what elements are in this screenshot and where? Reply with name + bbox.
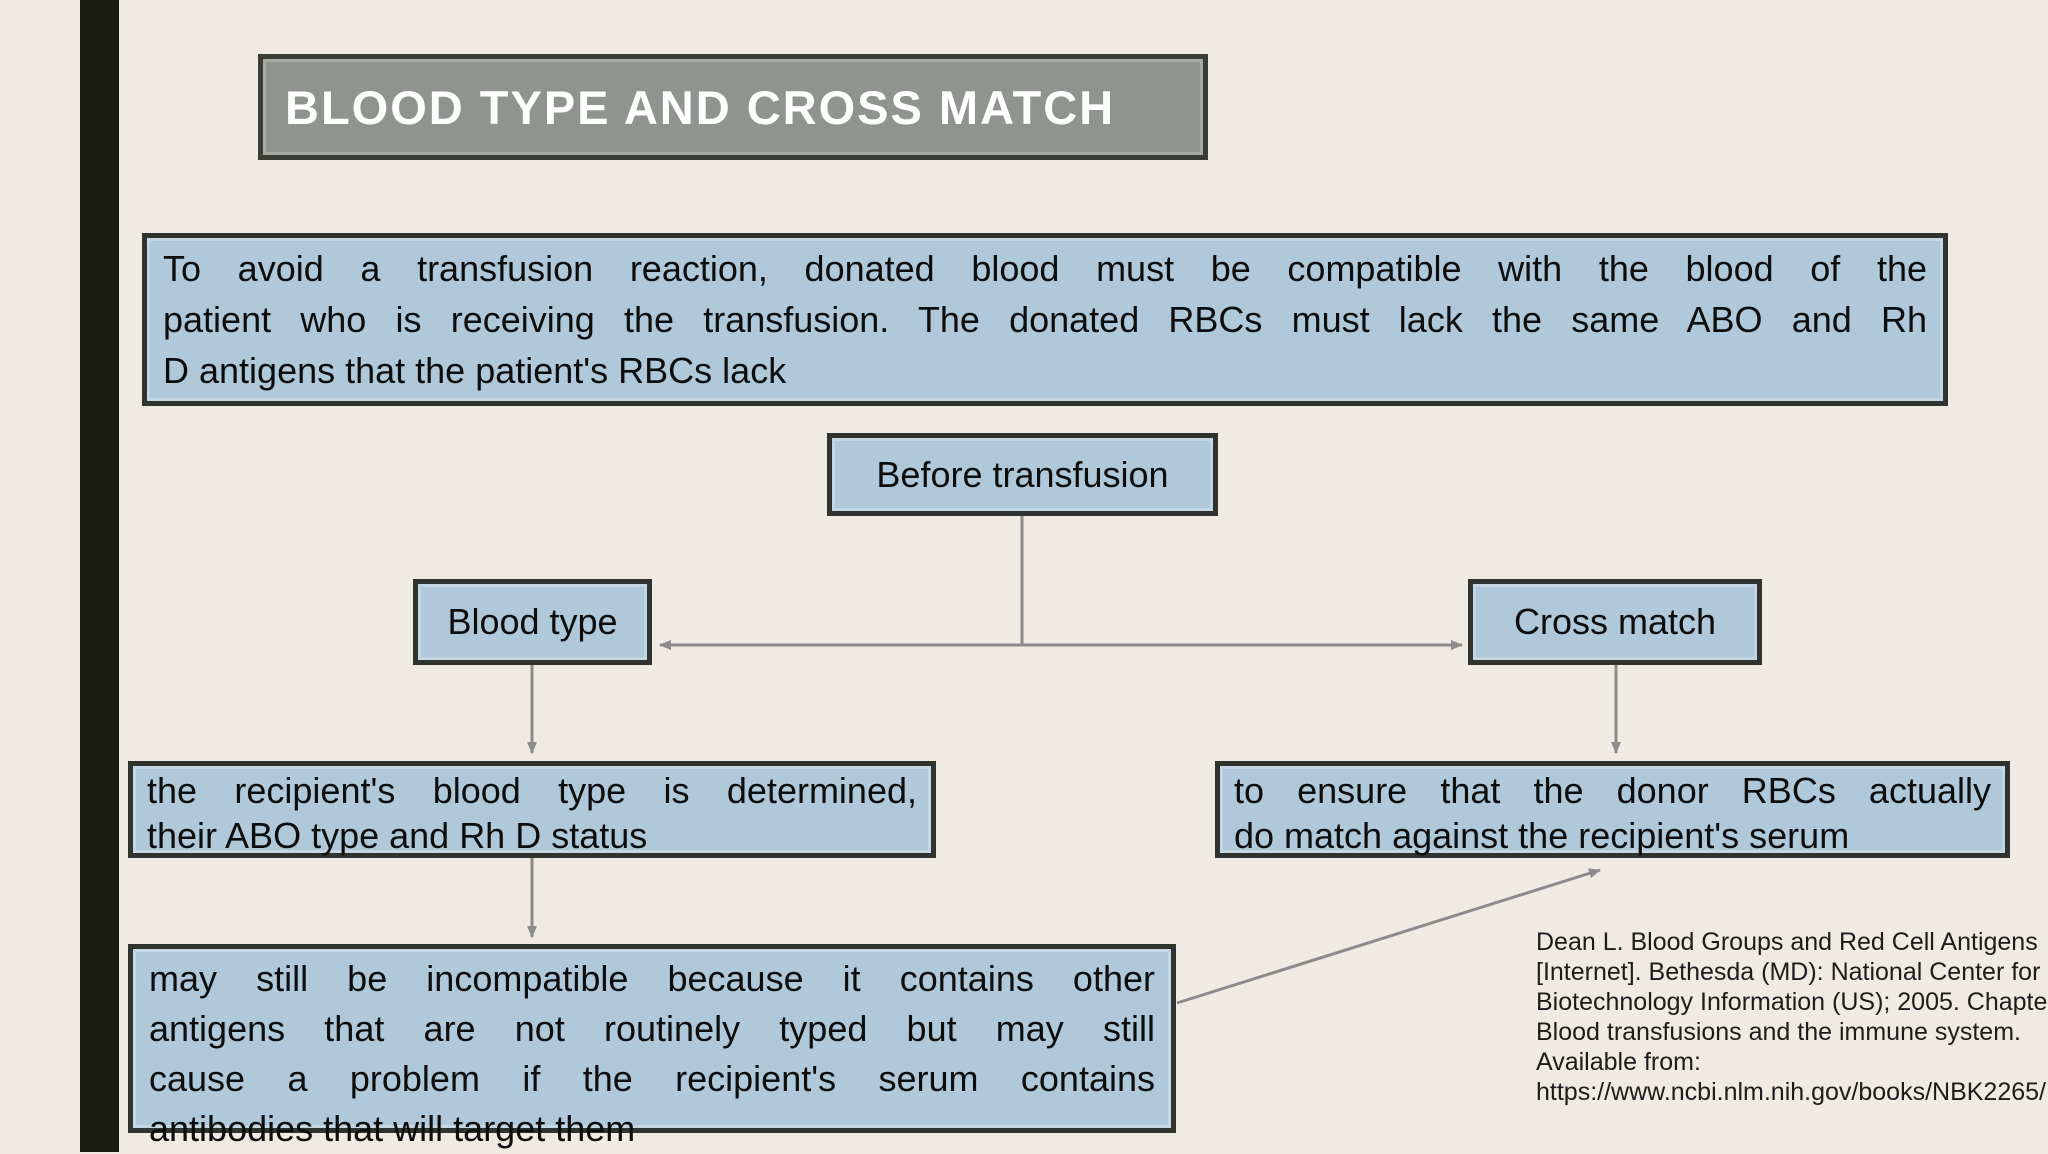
text-line: Blood transfusions and the immune system… bbox=[1536, 1018, 2021, 1046]
node-cross-match-label: Cross match bbox=[1513, 601, 1717, 642]
node-cross-match: Cross match bbox=[1468, 579, 1762, 665]
text-line: Dean L. Blood Groups and Red Cell Antige… bbox=[1536, 928, 2038, 956]
text-line: antigens that are not routinely typed bu… bbox=[149, 1008, 1155, 1049]
text-line: Biotechnology Information (US); 2005. Ch… bbox=[1536, 988, 2048, 1016]
text-line: do match against the recipient's serum bbox=[1234, 815, 1850, 856]
text-line: https://www.ncbi.nlm.nih.gov/books/NBK22… bbox=[1536, 1078, 2046, 1106]
slide-title: BLOOD TYPE AND CROSS MATCH bbox=[285, 80, 1116, 134]
blood-type-detail-box: the recipient's blood type is determined… bbox=[128, 761, 936, 858]
left-accent-bar bbox=[80, 0, 119, 1152]
node-blood-type: Blood type bbox=[413, 579, 652, 665]
citation-text: Dean L. Blood Groups and Red Cell Antige… bbox=[1536, 927, 2048, 1107]
arrow-caveat-to-cross-detail bbox=[1176, 868, 1601, 1005]
text-line: to ensure that the donor RBCs actually bbox=[1234, 770, 1991, 811]
node-before-transfusion-label: Before transfusion bbox=[876, 453, 1169, 495]
text-line: antibodies that will target them bbox=[149, 1108, 636, 1149]
text-line: cause a problem if the recipient's serum… bbox=[149, 1058, 1155, 1099]
text-line: Available from: bbox=[1536, 1048, 1701, 1076]
node-blood-type-label: Blood type bbox=[447, 601, 618, 642]
text-line: their ABO type and Rh D status bbox=[147, 815, 648, 856]
slide-title-box: BLOOD TYPE AND CROSS MATCH bbox=[258, 54, 1208, 160]
text-line: To avoid a transfusion reaction, donated… bbox=[163, 248, 1927, 289]
text-line: the recipient's blood type is determined… bbox=[147, 770, 917, 811]
text-line: may still be incompatible because it con… bbox=[149, 958, 1155, 999]
caveat-text-box: may still be incompatible because it con… bbox=[128, 944, 1176, 1149]
intro-text-box: To avoid a transfusion reaction, donated… bbox=[142, 233, 1948, 406]
text-line: patient who is receiving the transfusion… bbox=[163, 299, 1927, 340]
node-before-transfusion: Before transfusion bbox=[827, 433, 1218, 516]
text-line: D antigens that the patient's RBCs lack bbox=[163, 350, 787, 391]
text-line: [Internet]. Bethesda (MD): National Cent… bbox=[1536, 958, 2041, 986]
